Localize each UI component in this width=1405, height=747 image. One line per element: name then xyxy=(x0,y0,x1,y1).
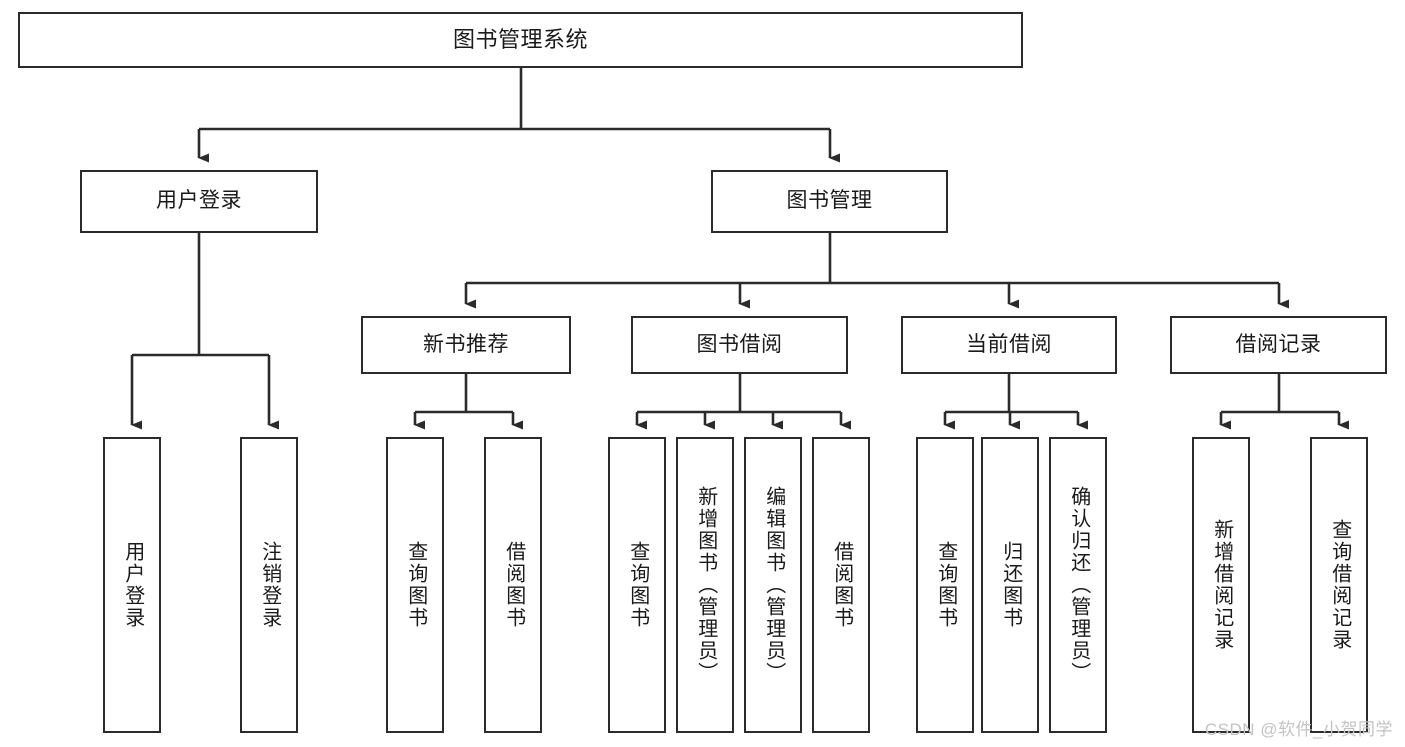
node-label: 图书借阅 xyxy=(696,332,783,356)
node-root[interactable]: 图书管理系统 xyxy=(18,12,1023,68)
node-leaf-login[interactable]: 用户登录 xyxy=(103,437,161,733)
node-label: 查询图书 xyxy=(934,541,957,629)
node-label: 当前借阅 xyxy=(966,332,1052,356)
node-leaf-nb-query[interactable]: 查询图书 xyxy=(386,437,444,733)
node-label: 查询图书 xyxy=(404,541,427,629)
node-label: 借阅记录 xyxy=(1235,332,1322,356)
node-leaf-bw-query[interactable]: 查询图书 xyxy=(608,437,666,733)
node-leaf-cu-return[interactable]: 归还图书 xyxy=(981,437,1039,733)
node-leaf-cu-confirm[interactable]: 确认归还（管理员） xyxy=(1049,437,1107,733)
node-bookmgmt[interactable]: 图书管理 xyxy=(711,170,948,233)
node-leaf-bw-add[interactable]: 新增图书（管理员） xyxy=(676,437,734,733)
node-label: 图书管理 xyxy=(786,189,873,213)
node-leaf-bw-edit[interactable]: 编辑图书（管理员） xyxy=(744,437,802,733)
node-label: 注销登录 xyxy=(258,541,281,629)
node-current[interactable]: 当前借阅 xyxy=(901,316,1117,374)
node-login[interactable]: 用户登录 xyxy=(80,170,318,233)
node-leaf-nb-borrow[interactable]: 借阅图书 xyxy=(484,437,542,733)
node-borrow[interactable]: 图书借阅 xyxy=(631,316,848,374)
node-leaf-rc-add[interactable]: 新增借阅记录 xyxy=(1192,437,1250,733)
node-label: 确认归还（管理员） xyxy=(1067,486,1090,684)
node-label: 归还图书 xyxy=(999,541,1022,629)
node-leaf-logout[interactable]: 注销登录 xyxy=(240,437,298,733)
node-leaf-bw-borrow[interactable]: 借阅图书 xyxy=(812,437,870,733)
node-label: 用户登录 xyxy=(156,189,242,213)
node-label: 查询图书 xyxy=(626,541,649,629)
node-label: 编辑图书（管理员） xyxy=(762,486,785,684)
node-label: 新增图书（管理员） xyxy=(694,486,717,684)
node-label: 新增借阅记录 xyxy=(1210,519,1233,651)
node-label: 借阅图书 xyxy=(502,541,525,629)
node-label: 图书管理系统 xyxy=(452,27,588,53)
node-leaf-rc-query[interactable]: 查询借阅记录 xyxy=(1310,437,1368,733)
node-newbook[interactable]: 新书推荐 xyxy=(361,316,571,374)
node-label: 新书推荐 xyxy=(423,332,509,356)
node-label: 用户登录 xyxy=(121,541,144,629)
node-label: 借阅图书 xyxy=(830,541,853,629)
node-label: 查询借阅记录 xyxy=(1328,519,1351,651)
node-leaf-cu-query[interactable]: 查询图书 xyxy=(916,437,974,733)
node-records[interactable]: 借阅记录 xyxy=(1170,316,1387,374)
